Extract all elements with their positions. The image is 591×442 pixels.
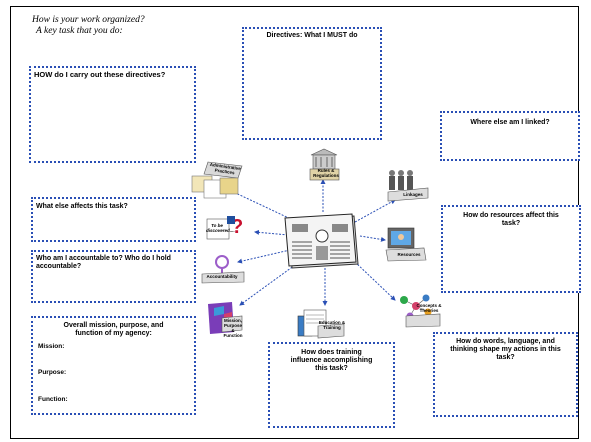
accountability-label: Accountability bbox=[206, 274, 238, 279]
arrow-resources bbox=[359, 235, 386, 242]
administrative-practices-icon bbox=[191, 161, 243, 199]
accountable-box-title: Who am I accountable to? Who do I hold a… bbox=[36, 255, 171, 270]
document-stack-icon bbox=[284, 213, 359, 269]
arrow-concepts bbox=[354, 261, 396, 301]
accountability-icon bbox=[201, 255, 245, 284]
intro-question: How is your work organized? bbox=[32, 15, 145, 25]
education-training-label: Education & Training bbox=[318, 320, 346, 330]
linked-box-title: Where else am I linked? bbox=[470, 119, 550, 126]
linkages-icon bbox=[387, 170, 429, 202]
linked-box[interactable]: Where else am I linked? bbox=[440, 111, 580, 161]
arrow-mission bbox=[239, 264, 296, 306]
resources-computer-icon bbox=[385, 227, 427, 262]
how-box-title: HOW do I carry out these directives? bbox=[34, 70, 166, 79]
intro-prompt: A key task that you do: bbox=[36, 26, 123, 36]
resources-label: Resources bbox=[397, 252, 421, 257]
training-box[interactable]: How does training influence accomplishin… bbox=[268, 342, 395, 428]
words-box-title: How do words, language, and thinking sha… bbox=[450, 338, 561, 361]
concepts-theories-icon bbox=[400, 294, 441, 328]
directives-box[interactable]: Directives: What I MUST do bbox=[242, 27, 382, 140]
mission-purpose-function-icon bbox=[208, 302, 243, 334]
mission-label: Mission: bbox=[38, 343, 65, 350]
linkages-label: Linkages bbox=[403, 192, 423, 197]
training-box-title: How does training influence accomplishin… bbox=[290, 349, 373, 372]
mission-box[interactable]: Overall mission, purpose, and function o… bbox=[31, 316, 196, 415]
arrow-accountability bbox=[237, 249, 291, 264]
function-label: Function: bbox=[38, 396, 68, 403]
rules-regulations-label: Rules & Regulations bbox=[313, 168, 339, 178]
purpose-label: Purpose: bbox=[38, 369, 67, 376]
education-training-icon bbox=[297, 309, 345, 339]
intro-text: How is your work organized? A key task t… bbox=[32, 15, 145, 37]
words-box[interactable]: How do words, language, and thinking sha… bbox=[433, 332, 578, 417]
affects-box-title: What else affects this task? bbox=[36, 203, 128, 210]
question-mark-icon: ? bbox=[206, 216, 243, 240]
resources-box-title: How do resources affect this task? bbox=[463, 212, 559, 227]
mission-box-title: Overall mission, purpose, and function o… bbox=[63, 322, 164, 337]
mission-purpose-function-label: Mission, Purpose & Function bbox=[223, 318, 243, 338]
arrow-linkages bbox=[354, 199, 396, 223]
affects-box[interactable]: What else affects this task? bbox=[31, 197, 196, 242]
directives-box-title: Directives: What I MUST do bbox=[266, 32, 358, 39]
rules-regulations-icon bbox=[309, 148, 340, 181]
to-be-discovered-label: To be discovered.... bbox=[206, 223, 235, 233]
concepts-theories-label: Concepts & Theories bbox=[416, 303, 442, 313]
accountable-box[interactable]: Who am I accountable to? Who do I hold a… bbox=[31, 250, 196, 303]
how-box[interactable]: HOW do I carry out these directives? bbox=[29, 66, 196, 163]
resources-box[interactable]: How do resources affect this task? bbox=[441, 205, 581, 293]
